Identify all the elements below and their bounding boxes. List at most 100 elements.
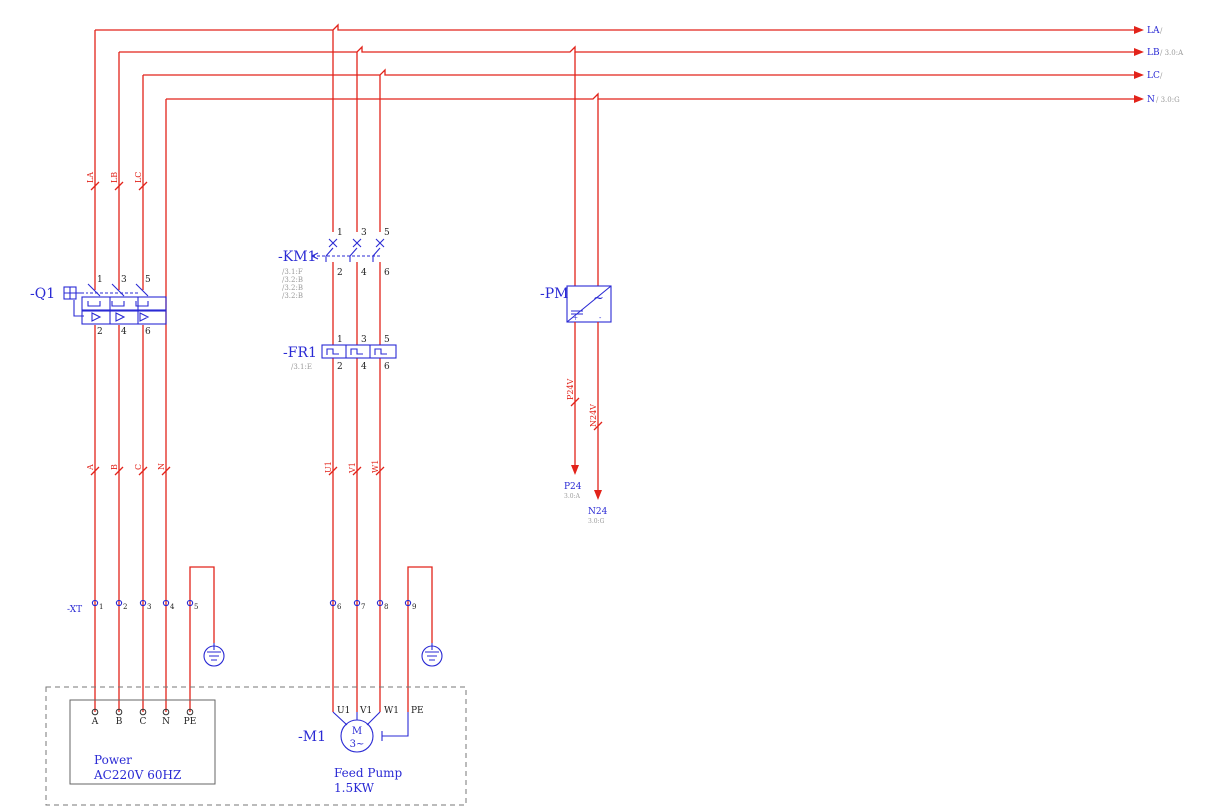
bus-lb: LB / 3.0:A bbox=[119, 45, 1184, 58]
contact-ref: /3.2:B bbox=[282, 276, 303, 284]
bus-arrow-icon bbox=[1134, 26, 1144, 34]
term-bottom: 6 bbox=[145, 327, 151, 337]
contactor-km1: -KM1 /3.1:F /3.2:B /3.2:B /3.2:B 1 3 5 2… bbox=[278, 228, 390, 300]
power-source: A B C N PE Power AC220V 60HZ bbox=[69, 699, 216, 785]
wire-tag: P24V bbox=[566, 378, 575, 400]
breaker-q1: -Q1 1 3 5 2 4 6 bbox=[30, 275, 167, 337]
bus-ref: / bbox=[1160, 72, 1163, 80]
term-bottom: 4 bbox=[121, 327, 127, 337]
motor-icon bbox=[340, 719, 374, 753]
pin-label: V1 bbox=[359, 706, 372, 716]
term-bottom: 2 bbox=[337, 362, 343, 372]
wire-tags-motor-in: U1 V1 W1 bbox=[324, 460, 385, 476]
term-top: 5 bbox=[145, 275, 151, 285]
pin-label: U1 bbox=[337, 706, 350, 716]
wire-tag: N24V bbox=[589, 404, 598, 427]
overload-tag: -FR1 bbox=[283, 345, 317, 361]
psu-tag: -PM bbox=[540, 286, 569, 302]
terminal-number: 7 bbox=[361, 603, 365, 611]
output-ref: 3.0:G bbox=[588, 518, 605, 525]
wire-tag: N bbox=[157, 463, 166, 470]
term-bottom: 6 bbox=[384, 362, 390, 372]
pin-label: A bbox=[91, 717, 99, 727]
wire-tag: V1 bbox=[348, 462, 357, 474]
term-bottom: 2 bbox=[337, 268, 343, 278]
wire-tag: U1 bbox=[324, 461, 333, 473]
terminal-strip-xt: -XT 1 2 3 4 5 6 7 8 9 bbox=[67, 599, 416, 615]
term-bottom: 6 bbox=[384, 268, 390, 278]
feeder-wires bbox=[94, 30, 215, 712]
power-source-title: Power bbox=[94, 753, 132, 767]
bus-label: LB bbox=[1147, 48, 1160, 58]
wire-tag: C bbox=[134, 464, 143, 470]
wire-tag: B bbox=[110, 464, 119, 470]
wire-tag: A bbox=[86, 464, 95, 471]
overload-ref: /3.1:E bbox=[291, 363, 312, 371]
bus-lc: LC / bbox=[143, 68, 1163, 81]
wire-tag: LC bbox=[134, 172, 143, 183]
output-arrow-icon bbox=[594, 490, 602, 500]
pin-label: B bbox=[116, 717, 123, 727]
minus-sign: - bbox=[599, 314, 602, 322]
motor-tag: -M1 bbox=[298, 729, 326, 745]
field-device-boundary bbox=[45, 686, 467, 806]
motor-name: Feed Pump bbox=[334, 766, 403, 780]
term-top: 1 bbox=[337, 228, 343, 238]
output-label: N24 bbox=[588, 507, 608, 517]
motor-feeder-wires bbox=[332, 30, 433, 712]
bus-arrow-icon bbox=[1134, 95, 1144, 103]
power-source-spec: AC220V 60HZ bbox=[93, 768, 181, 782]
term-top: 1 bbox=[337, 335, 343, 345]
output-label: P24 bbox=[564, 482, 582, 492]
psu-box bbox=[566, 285, 612, 323]
term-top: 3 bbox=[361, 228, 367, 238]
bus-label: N bbox=[1147, 95, 1155, 105]
term-bottom: 4 bbox=[361, 268, 367, 278]
term-bottom: 2 bbox=[97, 327, 103, 337]
output-ref: 3.0:A bbox=[564, 493, 581, 500]
ac-symbol-icon: ~ bbox=[593, 291, 604, 306]
term-bottom: 4 bbox=[361, 362, 367, 372]
motor-m1: -M1 U1 V1 W1 PE M 3~ Feed Pump 1.5KW bbox=[298, 706, 424, 795]
wire-tags-terminal-in: A B C N bbox=[86, 463, 171, 476]
pin-label: N bbox=[162, 717, 170, 727]
term-top: 1 bbox=[97, 275, 103, 285]
bus-arrow-icon bbox=[1134, 48, 1144, 56]
wire-tags-breaker-in: LA LB LC bbox=[86, 172, 148, 191]
term-top: 5 bbox=[384, 335, 390, 345]
terminal-number: 4 bbox=[170, 603, 175, 611]
bus-ref: / bbox=[1160, 27, 1163, 35]
bus-arrow-icon bbox=[1134, 71, 1144, 79]
terminal-strip-tag: -XT bbox=[67, 605, 82, 615]
overload-body bbox=[321, 344, 397, 359]
terminal-number: 1 bbox=[99, 603, 103, 611]
wire-tag: LA bbox=[86, 172, 95, 183]
power-source-box bbox=[69, 699, 216, 785]
wire-tag: LB bbox=[110, 172, 119, 183]
plus-sign: + bbox=[573, 315, 578, 322]
contact-ref: /3.2:B bbox=[282, 292, 303, 300]
contactor-tag: -KM1 bbox=[278, 249, 316, 265]
output-arrow-icon bbox=[571, 465, 579, 475]
bus-ref: / 3.0:A bbox=[1160, 49, 1184, 57]
terminal-number: 9 bbox=[412, 603, 416, 611]
term-top: 5 bbox=[384, 228, 390, 238]
term-top: 3 bbox=[121, 275, 127, 285]
bus-label: LC bbox=[1147, 71, 1160, 81]
pin-label: PE bbox=[184, 717, 197, 727]
overload-fr1: -FR1 /3.1:E 1 3 5 2 4 6 bbox=[283, 335, 397, 372]
pin-label: W1 bbox=[384, 706, 399, 716]
bus-la: LA / bbox=[95, 23, 1163, 36]
pin-label: PE bbox=[411, 706, 424, 716]
bus-ref: / 3.0:G bbox=[1156, 96, 1180, 104]
term-top: 3 bbox=[361, 335, 367, 345]
bus-label: LA bbox=[1147, 26, 1160, 36]
ground-icon bbox=[421, 643, 443, 667]
motor-phase: 3~ bbox=[350, 739, 365, 750]
ground-icon bbox=[203, 643, 225, 667]
breaker-tag: -Q1 bbox=[30, 286, 55, 302]
motor-symbol: M bbox=[352, 726, 362, 737]
overcurrent-block bbox=[81, 296, 167, 311]
terminal-number: 8 bbox=[384, 603, 388, 611]
